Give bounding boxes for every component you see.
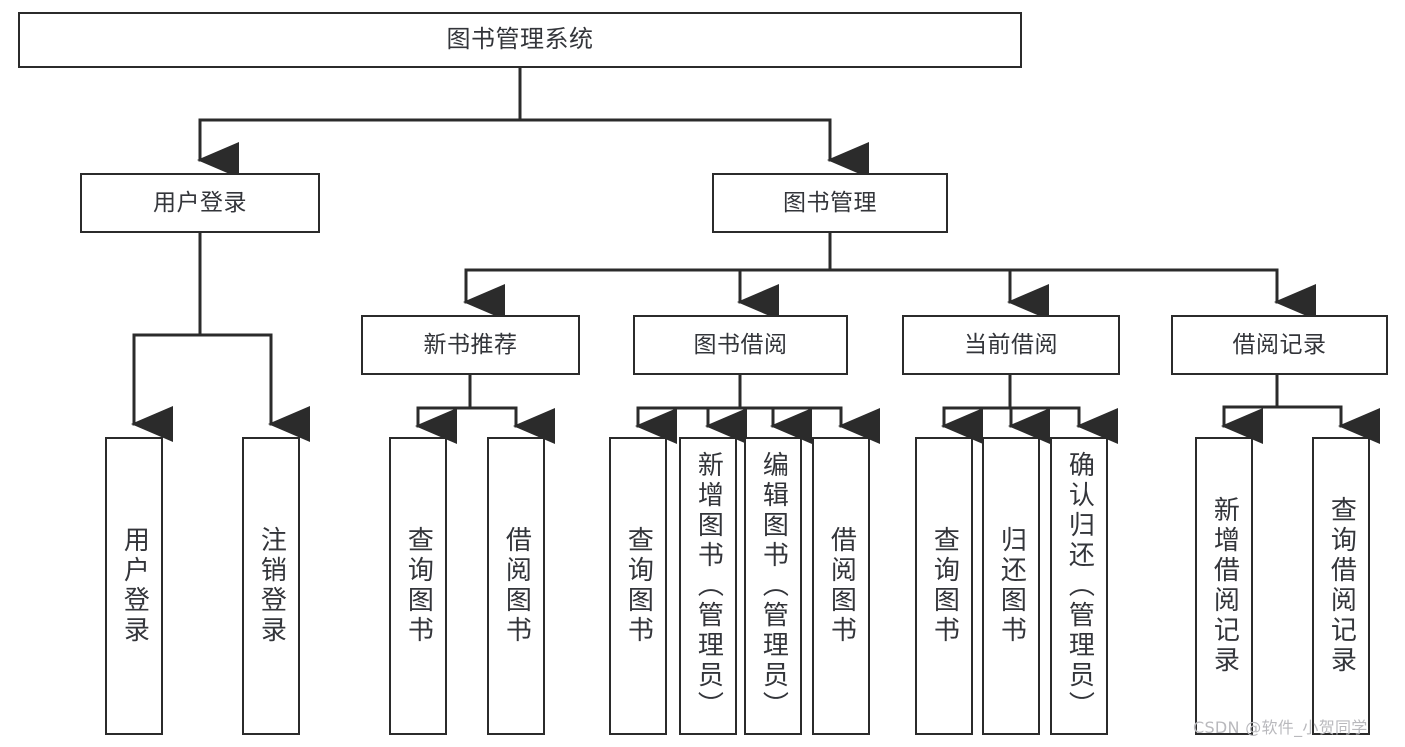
- node-book-manage[interactable]: 图书管理: [712, 173, 948, 233]
- leaf-confirm-return-label: 确认归还（管理员）: [1064, 451, 1095, 721]
- node-user-login[interactable]: 用户登录: [80, 173, 320, 233]
- node-current-borrow[interactable]: 当前借阅: [902, 315, 1120, 375]
- node-borrow-record-label: 借阅记录: [1232, 331, 1327, 358]
- node-root-system-label: 图书管理系统: [446, 25, 594, 54]
- leaf-edit-book[interactable]: 编辑图书（管理员）: [744, 437, 802, 735]
- leaf-borrow-book-2[interactable]: 借阅图书: [812, 437, 870, 735]
- node-book-borrow-label: 图书借阅: [693, 331, 788, 358]
- leaf-query-book-1-label: 查询图书: [403, 526, 434, 646]
- leaf-return-book-label: 归还图书: [996, 526, 1027, 646]
- node-book-manage-label: 图书管理: [783, 189, 877, 216]
- leaf-edit-book-label: 编辑图书（管理员）: [758, 451, 789, 721]
- leaf-logout-login-label: 注销登录: [256, 526, 287, 646]
- node-root-system[interactable]: 图书管理系统: [18, 12, 1022, 68]
- leaf-borrow-book-1[interactable]: 借阅图书: [487, 437, 545, 735]
- leaf-user-login[interactable]: 用户登录: [105, 437, 163, 735]
- leaf-query-book-2[interactable]: 查询图书: [609, 437, 667, 735]
- leaf-borrow-book-2-label: 借阅图书: [826, 526, 857, 646]
- leaf-query-book-3-label: 查询图书: [929, 526, 960, 646]
- node-book-borrow[interactable]: 图书借阅: [633, 315, 848, 375]
- csdn-watermark: CSDN @软件_小贺同学: [1193, 718, 1368, 737]
- leaf-query-book-1[interactable]: 查询图书: [389, 437, 447, 735]
- node-new-book-recommend-label: 新书推荐: [423, 331, 518, 358]
- node-new-book-recommend[interactable]: 新书推荐: [361, 315, 580, 375]
- node-current-borrow-label: 当前借阅: [964, 331, 1058, 358]
- leaf-query-book-2-label: 查询图书: [623, 526, 654, 646]
- node-borrow-record[interactable]: 借阅记录: [1171, 315, 1388, 375]
- leaf-logout-login[interactable]: 注销登录: [242, 437, 300, 735]
- leaf-add-borrow-record-label: 新增借阅记录: [1209, 496, 1240, 676]
- leaf-query-book-3[interactable]: 查询图书: [915, 437, 973, 735]
- leaf-add-borrow-record[interactable]: 新增借阅记录: [1195, 437, 1253, 735]
- leaf-confirm-return[interactable]: 确认归还（管理员）: [1050, 437, 1108, 735]
- leaf-borrow-book-1-label: 借阅图书: [501, 526, 532, 646]
- node-user-login-label: 用户登录: [153, 189, 247, 216]
- leaf-add-book-label: 新增图书（管理员）: [693, 451, 724, 721]
- leaf-add-book[interactable]: 新增图书（管理员）: [679, 437, 737, 735]
- leaf-query-borrow-record-label: 查询借阅记录: [1326, 496, 1357, 676]
- leaf-user-login-label: 用户登录: [119, 526, 150, 646]
- leaf-return-book[interactable]: 归还图书: [982, 437, 1040, 735]
- leaf-query-borrow-record[interactable]: 查询借阅记录: [1312, 437, 1370, 735]
